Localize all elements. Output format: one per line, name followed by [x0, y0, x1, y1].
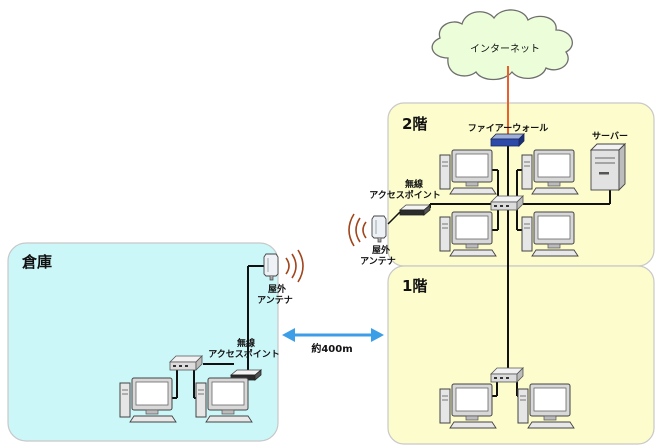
internet-label: インターネット: [470, 43, 540, 55]
wave-icon: [348, 213, 367, 247]
antenna-icon: [371, 215, 387, 243]
warehouse-title: 倉庫: [21, 253, 52, 271]
distance-label: 約400m: [311, 342, 352, 355]
firewall-icon: [490, 133, 525, 147]
floor2-antenna-label-line1: 屋外: [372, 244, 390, 256]
warehouse-antenna-label-line1: 屋外: [268, 283, 286, 295]
antenna-icon: [263, 253, 279, 281]
hub-icon: [490, 367, 524, 383]
floor2-title: 2階: [402, 115, 427, 133]
warehouse-access-point-label-line1: 無線: [237, 337, 255, 349]
floor1-title: 1階: [402, 277, 427, 295]
hub-icon: [490, 195, 524, 211]
server-icon: [589, 142, 627, 192]
server-label: サーバー: [592, 131, 628, 142]
warehouse-antenna-label-line2: アンテナ: [257, 295, 293, 306]
cloud-icon: [431, 9, 573, 81]
floor2-ap-cable: [387, 211, 401, 225]
hub-icon: [169, 355, 203, 371]
floor2-access-point-label-line2: アクセスポイント: [369, 189, 441, 201]
floor2-access-point-label-line1: 無線: [405, 178, 423, 190]
wave-icon: [285, 249, 304, 283]
warehouse-access-point-label-line2: アクセスポイント: [208, 348, 280, 360]
double-arrow-icon: [282, 328, 384, 342]
access-point-icon: [399, 204, 431, 216]
firewall-label: ファイアーウォール: [468, 123, 548, 134]
floor2-antenna-label-line2: アンテナ: [360, 256, 396, 267]
